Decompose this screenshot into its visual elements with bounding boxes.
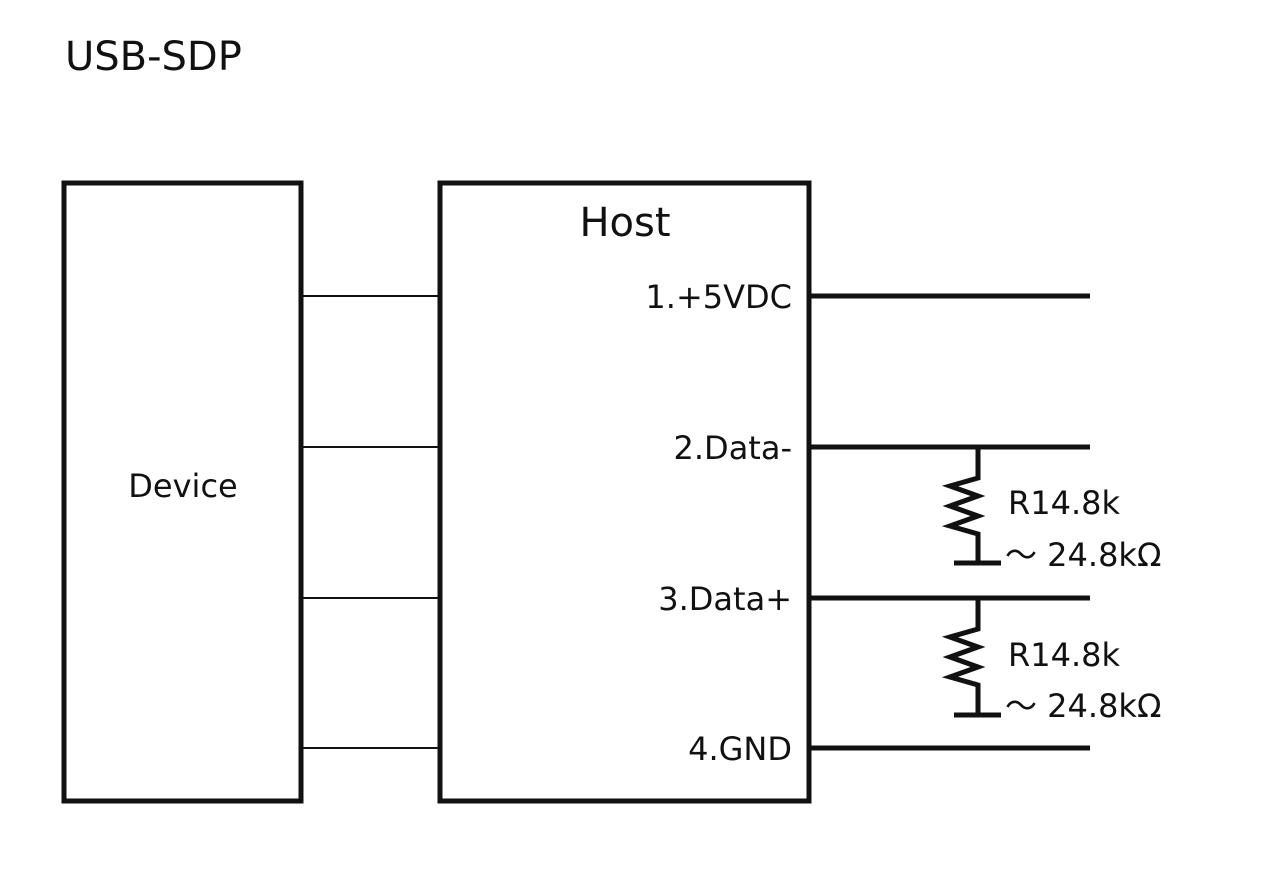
pin-label-data-minus: 2.Data- — [674, 429, 792, 467]
device-host-connections — [301, 295, 440, 749]
resistor-label-line1: R14.8k — [1008, 484, 1120, 522]
pin-label-vbus: 1.+5VDC — [645, 278, 792, 316]
resistor-label-line2: ～ 24.8kΩ — [1005, 536, 1161, 574]
resistor-label-line1: R14.8k — [1008, 636, 1120, 674]
resistor-label-line2: ～ 24.8kΩ — [1005, 687, 1161, 725]
pin-label-data-plus: 3.Data+ — [658, 580, 792, 618]
host-label: Host — [579, 200, 670, 246]
pin-label-gnd: 4.GND — [688, 730, 792, 768]
resistor-symbol-icon — [941, 447, 986, 563]
device-label: Device — [128, 467, 237, 505]
resistor-2: R14.8k ～ 24.8kΩ — [941, 598, 1161, 725]
resistor-1: R14.8k ～ 24.8kΩ — [941, 447, 1161, 574]
pin-lines — [809, 293, 1090, 751]
resistor-symbol-icon — [941, 598, 986, 715]
device-box — [61, 180, 304, 804]
diagram-title: USB-SDP — [65, 34, 242, 80]
host-box — [437, 180, 812, 804]
